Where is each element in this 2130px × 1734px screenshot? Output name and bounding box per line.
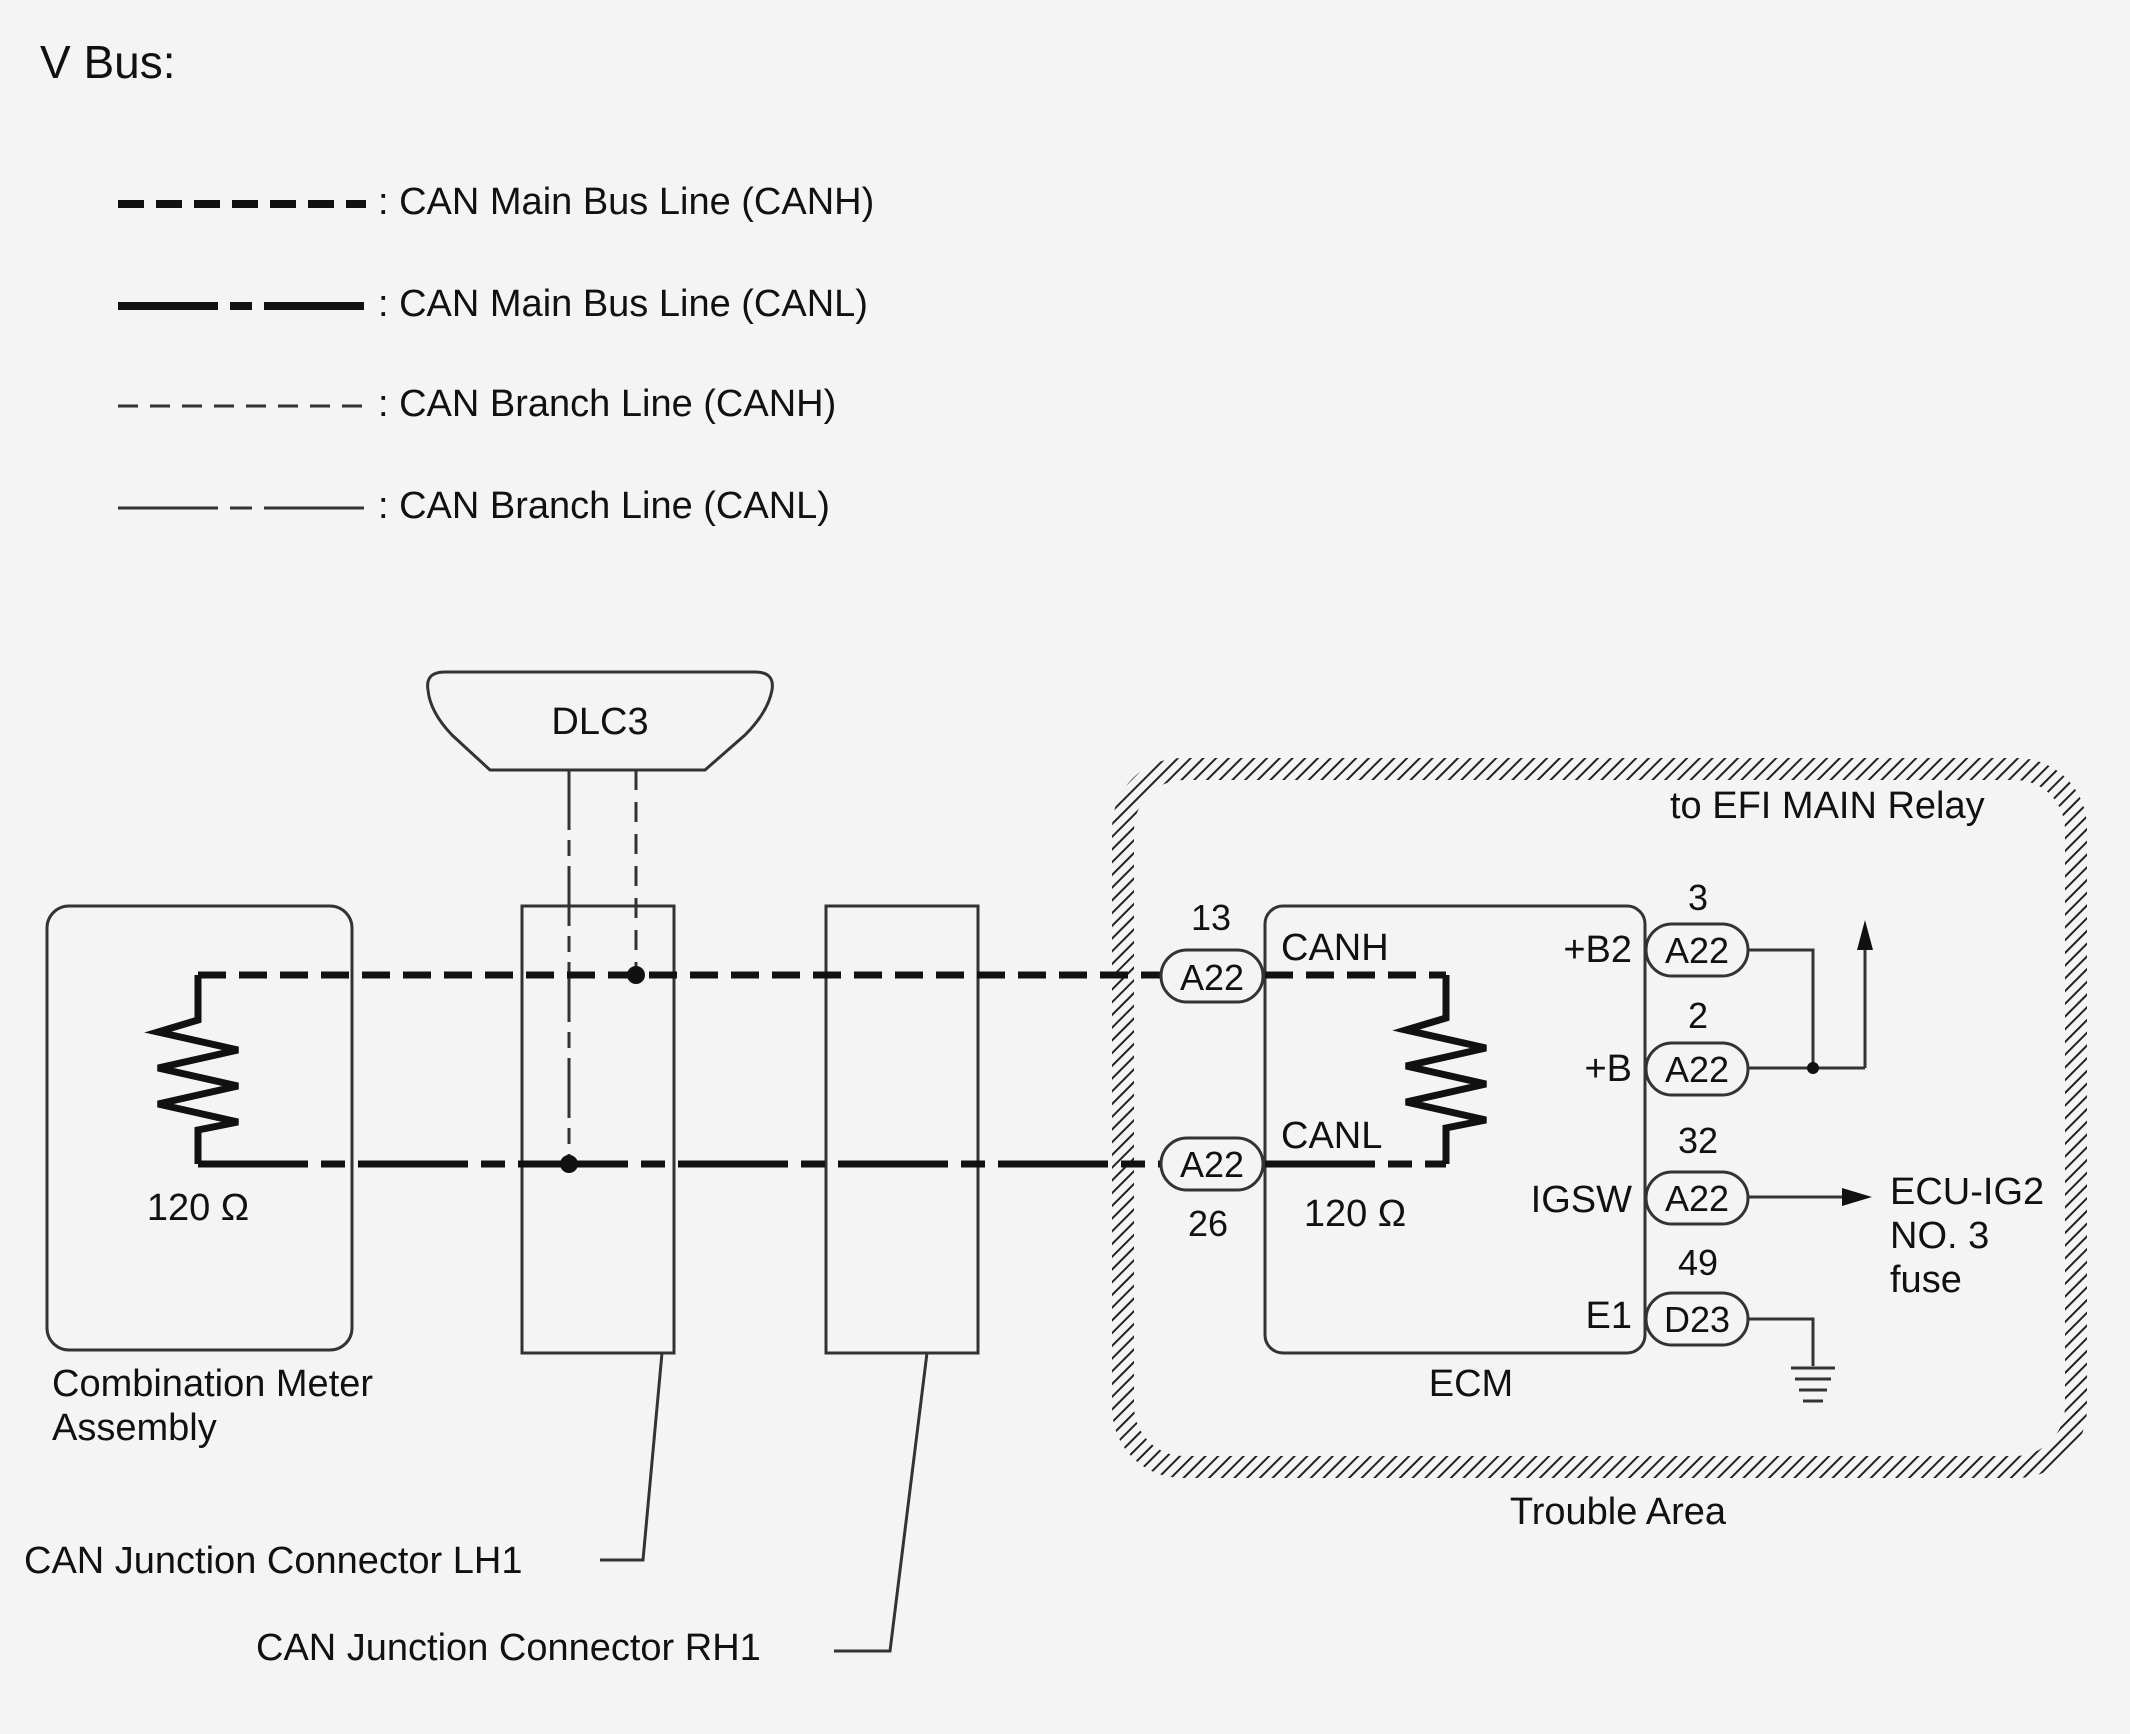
- junction-dot-canl: [560, 1155, 578, 1173]
- pin-number: 49: [1678, 1242, 1718, 1283]
- leader-lh1: [600, 1352, 664, 1562]
- junction-dot-canh: [627, 966, 645, 984]
- trouble-area-label: Trouble Area: [1510, 1491, 1727, 1533]
- ecm: ECM CANH CANL 120 Ω +B2 +B IGSW E1: [1263, 904, 1647, 1405]
- igsw-wiring: ECU-IG2 NO. 3 fuse: [1748, 1171, 2044, 1301]
- ecm-resistor-value: 120 Ω: [1304, 1193, 1406, 1235]
- pin-number: 13: [1191, 897, 1231, 938]
- trouble-area: Trouble Area: [1112, 758, 2087, 1533]
- connector-id: A22: [1665, 1049, 1729, 1090]
- arrow-up-icon: [1857, 920, 1873, 950]
- leader-rh1: [834, 1352, 929, 1653]
- fuse-label-line2: NO. 3: [1890, 1215, 1989, 1257]
- connector-id: A22: [1180, 957, 1244, 998]
- ground-icon: [1791, 1366, 1835, 1403]
- connector-id: A22: [1665, 1178, 1729, 1219]
- ecm-label: ECM: [1429, 1363, 1513, 1405]
- connector-id: D23: [1664, 1299, 1730, 1340]
- pin-number: 3: [1688, 877, 1708, 918]
- signal-canh: CANH: [1281, 927, 1389, 969]
- ground-wiring: [1748, 1317, 1835, 1403]
- meter-label-line1: Combination Meter: [52, 1363, 373, 1405]
- signal-b: +B: [1584, 1048, 1632, 1090]
- signal-b2: +B2: [1563, 929, 1632, 971]
- connector-b2: 3 A22: [1644, 877, 1750, 978]
- connector-canl: A22 26: [1159, 1136, 1265, 1244]
- legend-label-main-canh: : CAN Main Bus Line (CANH): [378, 181, 874, 223]
- efi-relay-wiring: to EFI MAIN Relay: [1670, 785, 1985, 1074]
- meter-label-line2: Assembly: [52, 1407, 217, 1449]
- pin-number: 32: [1678, 1120, 1718, 1161]
- connector-id: A22: [1665, 930, 1729, 971]
- pin-number: 26: [1188, 1203, 1228, 1244]
- legend-label-branch-canl: : CAN Branch Line (CANL): [378, 485, 830, 527]
- efi-relay-label: to EFI MAIN Relay: [1670, 785, 1985, 827]
- dlc3-label: DLC3: [551, 701, 648, 743]
- junction-connector-lh1: [520, 904, 676, 1355]
- connector-b: 2 A22: [1644, 995, 1750, 1097]
- connector-id: A22: [1180, 1144, 1244, 1185]
- connector-igsw: 32 A22: [1644, 1120, 1750, 1226]
- pin-number: 2: [1688, 995, 1708, 1036]
- signal-canl: CANL: [1281, 1115, 1382, 1157]
- junction-rh1-label: CAN Junction Connector RH1: [256, 1627, 761, 1669]
- junction-lh1-label: CAN Junction Connector LH1: [24, 1540, 522, 1582]
- combination-meter: Combination Meter Assembly 120 Ω: [45, 904, 373, 1449]
- legend: : CAN Main Bus Line (CANH) : CAN Main Bu…: [118, 181, 874, 527]
- junction-connector-rh1: [824, 904, 980, 1355]
- fuse-label-line1: ECU-IG2: [1890, 1171, 2044, 1213]
- legend-label-main-canl: : CAN Main Bus Line (CANL): [378, 283, 868, 325]
- connector-canh: 13 A22: [1159, 897, 1265, 1004]
- meter-resistor-value: 120 Ω: [147, 1187, 249, 1229]
- signal-igsw: IGSW: [1531, 1179, 1632, 1221]
- fuse-label-line3: fuse: [1890, 1259, 1962, 1301]
- diagram-title: V Bus:: [40, 36, 176, 88]
- arrow-right-icon: [1842, 1188, 1872, 1206]
- dlc3: DLC3: [426, 670, 774, 772]
- ecm-resistor: [1392, 975, 1487, 1164]
- signal-e1: E1: [1586, 1295, 1632, 1337]
- meter-resistor: [144, 975, 239, 1164]
- legend-label-branch-canh: : CAN Branch Line (CANH): [378, 383, 836, 425]
